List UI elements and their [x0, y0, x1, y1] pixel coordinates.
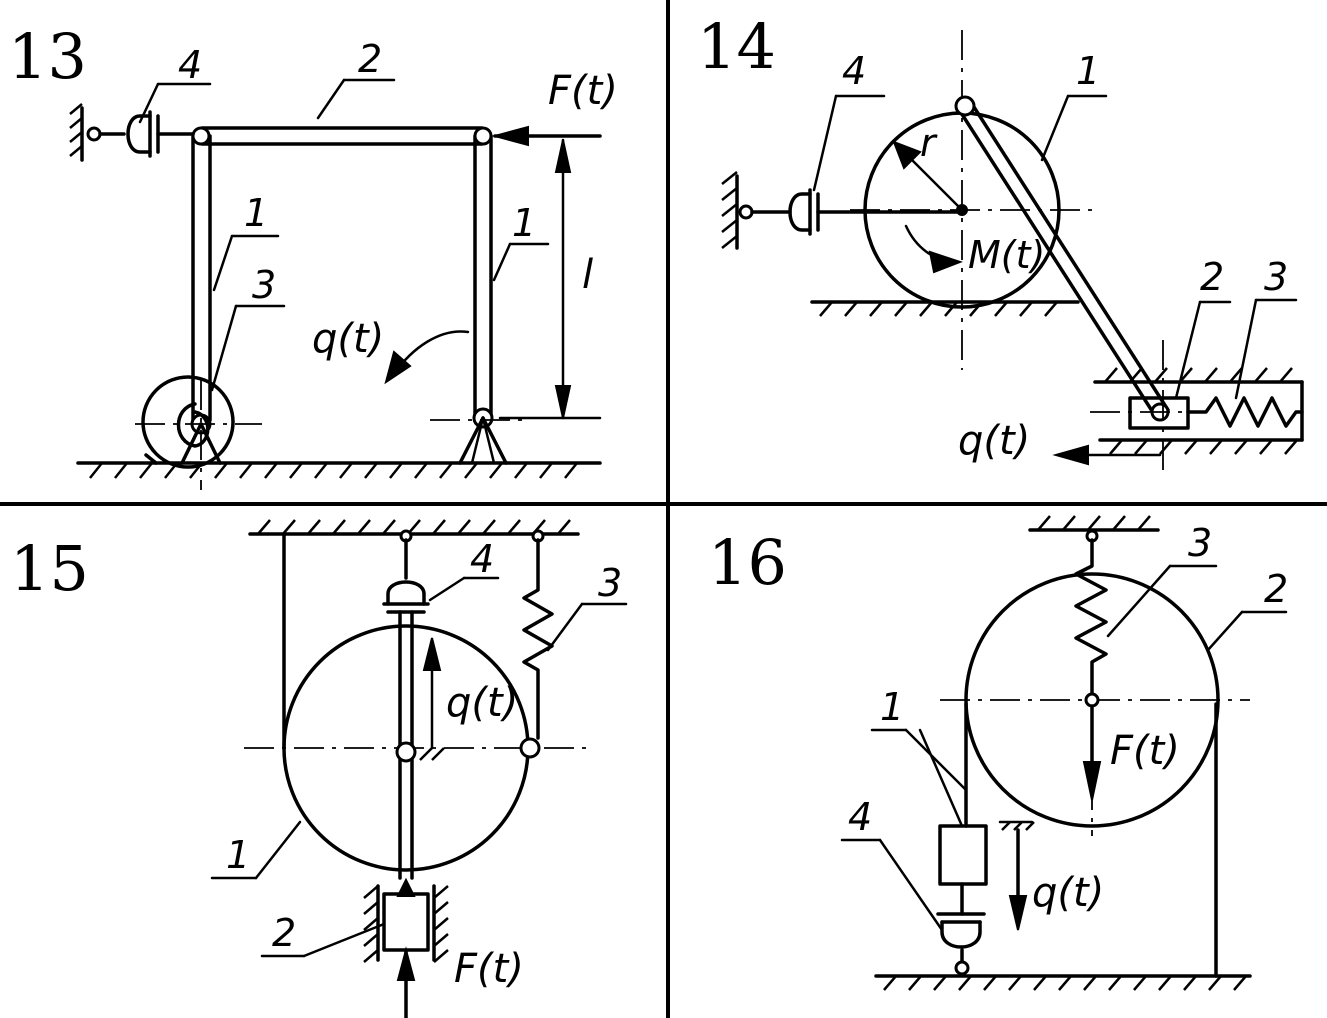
panel-15-number: 15	[10, 532, 89, 605]
ground-14	[810, 300, 1080, 317]
spring-3-16	[1074, 529, 1108, 698]
label-13-n2: 2	[358, 37, 382, 81]
spring-3-15	[522, 529, 554, 740]
label-13-n1a: 1	[244, 191, 268, 235]
leaders-15	[210, 576, 628, 958]
coord-arrow-14	[1052, 444, 1162, 466]
label-16-n2: 2	[1264, 567, 1288, 611]
panel-14: 14	[697, 10, 1304, 478]
label-15-coord: q(t)	[446, 680, 518, 726]
hinge-top-left	[191, 126, 211, 146]
panel-13-number: 13	[8, 20, 87, 93]
label-16-n4: 4	[848, 795, 872, 839]
damper-4-14	[721, 171, 964, 250]
label-15-n1: 1	[226, 833, 250, 877]
ceiling-16	[1028, 515, 1160, 532]
leaders-13	[138, 78, 550, 392]
panel-16: 16	[708, 515, 1288, 991]
label-13-n3: 3	[252, 263, 276, 307]
label-15-force: F(t)	[454, 946, 524, 992]
angle-arrow-13	[384, 330, 470, 385]
coord-arrow-16	[998, 820, 1035, 931]
label-16-n3: 3	[1188, 521, 1212, 565]
label-13-n1b: 1	[512, 201, 536, 245]
connecting-rod	[956, 102, 1170, 416]
rod-1-left	[191, 134, 212, 422]
panel-13: 13	[8, 20, 618, 490]
moment-arrow	[904, 224, 963, 274]
label-15-n4: 4	[470, 537, 494, 581]
leaders-16	[840, 564, 1288, 932]
label-14-moment: M(t)	[968, 233, 1045, 277]
rod-1-right	[473, 134, 493, 420]
spring-wheel-3	[141, 375, 235, 469]
spring-3-14	[1186, 396, 1304, 428]
spring-attach-15	[519, 737, 541, 759]
leaders-14	[812, 94, 1298, 400]
dimension-l	[498, 138, 602, 420]
bar-2	[200, 126, 484, 146]
label-14-n4: 4	[842, 49, 866, 93]
damper-4-15	[382, 529, 430, 614]
label-15-n3: 3	[598, 561, 622, 605]
label-14-n1: 1	[1076, 49, 1100, 93]
ground-13	[76, 461, 602, 479]
panel-16-number: 16	[708, 526, 787, 599]
damper-4-16	[936, 912, 986, 976]
coord-arrow-15	[419, 637, 445, 761]
label-16-force: F(t)	[1110, 728, 1180, 774]
label-13-force: F(t)	[548, 68, 618, 114]
panel-15: 15	[10, 519, 628, 1018]
label-14-n2: 2	[1200, 255, 1224, 299]
ground-16	[874, 974, 1252, 991]
label-14-coord: q(t)	[958, 418, 1030, 464]
panel-14-number: 14	[697, 10, 776, 83]
hinge-top-right	[473, 126, 493, 146]
ceiling-15	[248, 519, 580, 536]
rod-top-hinge	[954, 95, 976, 117]
label-16-n1: 1	[880, 685, 904, 729]
force-arrow-13	[491, 125, 602, 147]
mass-1	[938, 824, 988, 886]
disk-center-hinge	[395, 741, 417, 763]
force-arrow-16	[1082, 704, 1102, 801]
radius-arrow	[892, 140, 964, 212]
label-15-n2: 2	[272, 911, 296, 955]
support-right	[458, 416, 508, 465]
label-13-n4: 4	[178, 43, 202, 87]
damper-4	[69, 103, 195, 162]
label-16-coord: q(t)	[1032, 870, 1104, 916]
label-14-n3: 3	[1264, 255, 1288, 299]
label-13-length: l	[582, 252, 593, 298]
disk-2-center	[1084, 692, 1100, 708]
label-14-radius: r	[920, 121, 938, 165]
slider-2-15	[363, 877, 449, 1018]
label-13-coord: q(t)	[312, 316, 384, 362]
